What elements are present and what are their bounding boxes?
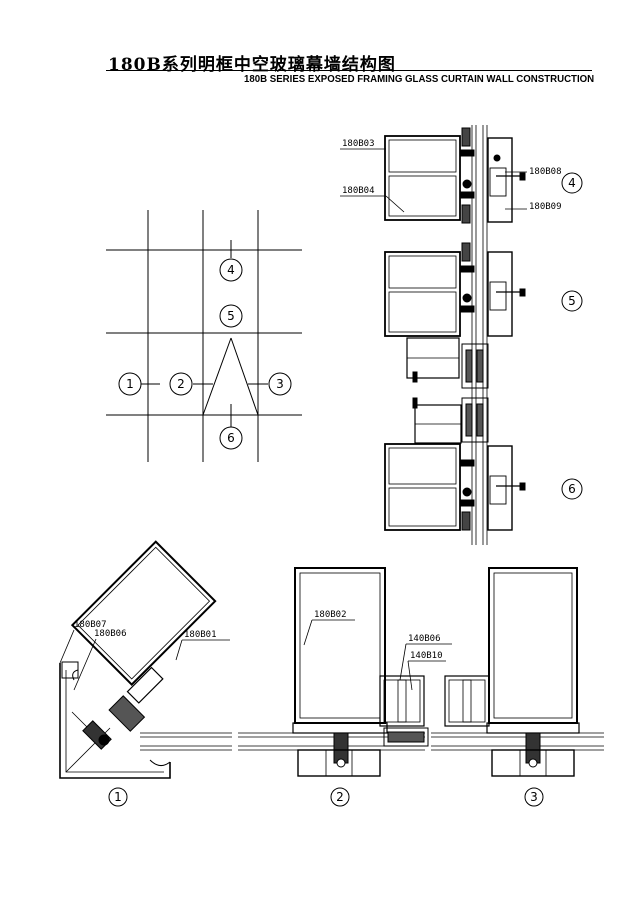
- label-180b04: 180B04: [342, 186, 375, 196]
- label-180b03: 180B03: [342, 139, 375, 149]
- vertical-section: [340, 125, 527, 545]
- marker-1: 1: [126, 377, 134, 391]
- elevation-grid: [106, 210, 302, 462]
- label-140b06: 140B06: [408, 634, 441, 644]
- mullion-section-2: [292, 567, 490, 777]
- transom-section-4: [384, 127, 526, 224]
- transom-section-6: [384, 443, 526, 531]
- vertical-section-labels: 180B03 180B04 180B08 180B09 4 5 6: [342, 139, 583, 500]
- title-english: 180B SERIES EXPOSED FRAMING GLASS CURTAI…: [244, 73, 595, 85]
- horizontal-section-labels: 180B07 180B06 180B01 180B02 140B06 140B1…: [74, 610, 544, 807]
- horizontal-sections: [59, 540, 604, 779]
- mullion-section-3: [486, 567, 580, 777]
- label-140b10: 140B10: [410, 651, 443, 661]
- section-label-6: 6: [568, 482, 576, 496]
- marker-4: 4: [227, 263, 235, 277]
- marker-6: 6: [227, 431, 235, 445]
- transom-section-5: [384, 242, 526, 389]
- marker-5: 5: [227, 309, 235, 323]
- section-label-1: 1: [114, 790, 122, 804]
- label-180b09: 180B09: [529, 202, 562, 212]
- section-label-4: 4: [568, 176, 576, 190]
- label-180b02: 180B02: [314, 610, 347, 620]
- title-underline: [106, 70, 592, 71]
- section-label-3: 3: [530, 790, 538, 804]
- label-180b06: 180B06: [94, 629, 127, 639]
- corner-mullion-section-1: [59, 540, 230, 779]
- label-180b07: 180B07: [74, 620, 107, 630]
- window-frame-lower: [412, 397, 489, 444]
- marker-2: 2: [177, 377, 185, 391]
- marker-3: 3: [276, 377, 284, 391]
- section-label-5: 5: [568, 294, 576, 308]
- label-180b08: 180B08: [529, 167, 562, 177]
- grid-section-markers: 4 5 1 2 3 6: [118, 258, 292, 450]
- label-180b01: 180B01: [184, 630, 217, 640]
- section-label-2: 2: [336, 790, 344, 804]
